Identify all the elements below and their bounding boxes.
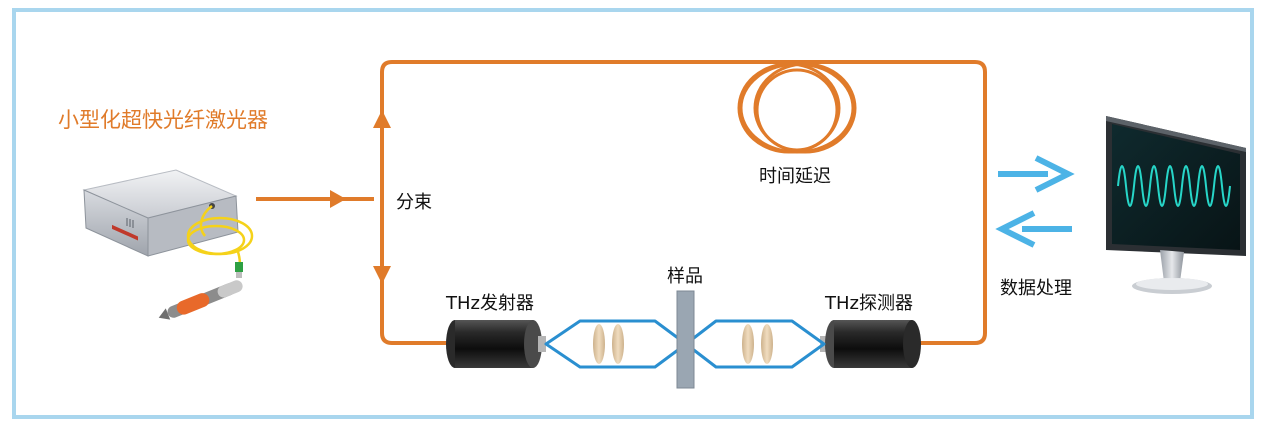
thz-detector-module-icon: [820, 320, 921, 368]
split-label: 分束: [396, 192, 432, 213]
lens-pair-left: [593, 324, 624, 364]
split-arrow-down: [373, 266, 391, 284]
fiber-laser-box-icon: [82, 169, 254, 320]
laser-beam-path: [380, 60, 987, 345]
thz-emitter-module-icon: [446, 320, 546, 368]
laser-title: 小型化超快光纤激光器: [58, 108, 268, 132]
fiber-coil-icon: [737, 62, 857, 154]
sample-plate: [676, 290, 695, 389]
sample-label: 样品: [667, 266, 703, 287]
oscilloscope-monitor-icon: [1106, 116, 1246, 294]
laser-output-arrow: [256, 190, 374, 208]
delay-label: 时间延迟: [759, 166, 831, 187]
diagram-frame: [12, 8, 1254, 419]
waveform: [1117, 165, 1231, 207]
detector-label: THz探测器: [825, 293, 913, 314]
data-processing-label: 数据处理: [1000, 278, 1072, 299]
split-arrow-up: [373, 110, 391, 128]
lens-pair-right: [742, 324, 773, 364]
emitter-label: THz发射器: [446, 293, 534, 314]
data-in-arrow: [995, 210, 1072, 248]
data-out-arrow: [998, 155, 1075, 193]
